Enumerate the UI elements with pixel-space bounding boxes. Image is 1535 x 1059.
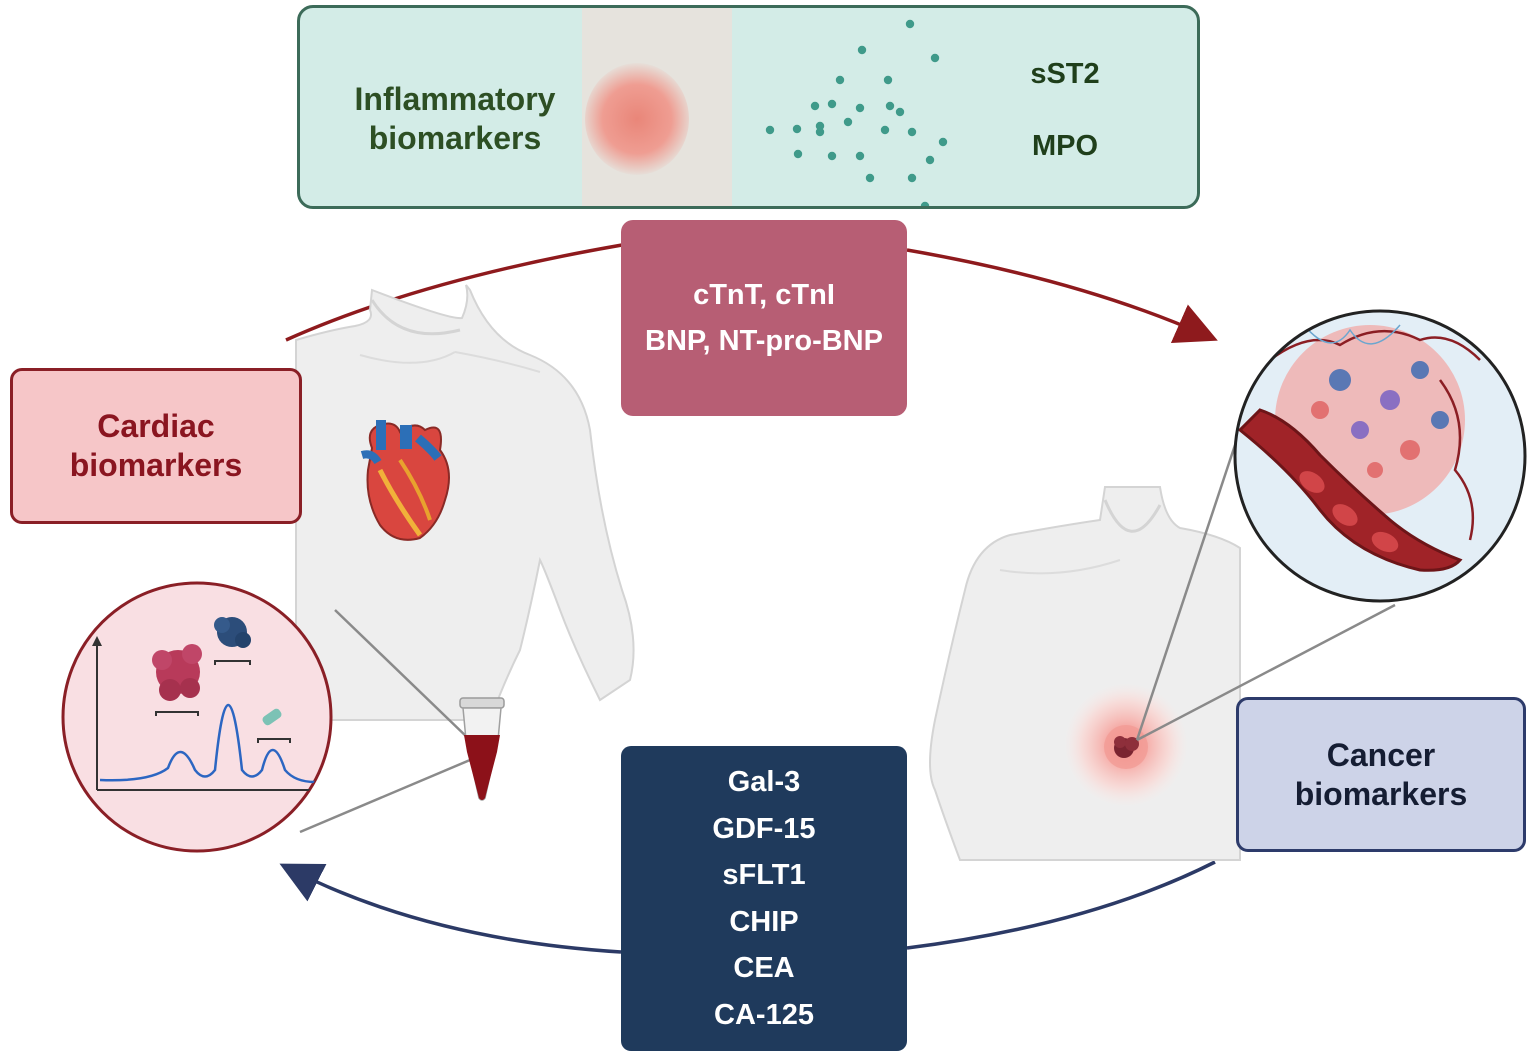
- torso-right-illustration: [929, 486, 1241, 861]
- cancer-marker: Gal-3: [727, 766, 801, 798]
- tumor-icon: [1064, 683, 1188, 807]
- cytokine-dot: [883, 75, 893, 85]
- cancer-markers-box: Gal-3 GDF-15 sFLT1 CHIP CEA CA-125: [621, 746, 907, 1051]
- cytokine-dot: [855, 151, 865, 161]
- inflammatory-marker: sST2: [1030, 58, 1100, 90]
- cytokine-dot: [827, 99, 837, 109]
- protein-icon: [262, 708, 282, 726]
- cytokine-dot: [930, 53, 940, 63]
- cytokine-dot: [885, 101, 895, 111]
- blood-tube-icon: [459, 697, 505, 801]
- cancer-label-line: Cancer: [1326, 736, 1436, 773]
- cytokine-dot: [793, 149, 803, 159]
- tumor-microenvironment-inset: [1233, 309, 1527, 603]
- cardiac-marker: BNP, NT-pro-BNP: [645, 325, 883, 357]
- cardiac-label-line: biomarkers: [69, 447, 243, 483]
- cardiac-label-line: Cardiac: [97, 408, 215, 444]
- cardiac-marker: cTnT, cTnI: [693, 279, 835, 311]
- cytokine-dot: [855, 103, 865, 113]
- bottom-arrow: [906, 860, 1216, 950]
- inflammatory-title-line: biomarkers: [368, 120, 542, 156]
- cytokine-dot: [765, 125, 775, 135]
- inflammatory-biomarkers-box: Inflammatory biomarkers sST2 MPO: [297, 5, 1200, 209]
- cytokine-dot: [865, 173, 875, 183]
- cytokine-dot: [880, 125, 890, 135]
- cytokine-dot: [938, 137, 948, 147]
- cytokine-dot: [815, 121, 825, 131]
- top-arrow: [285, 243, 623, 342]
- cytokine-dot: [843, 117, 853, 127]
- torso-left-illustration: [295, 284, 635, 721]
- cytokine-dot: [835, 75, 845, 85]
- cytokine-dot: [815, 127, 825, 137]
- cytokine-dots: [765, 19, 948, 206]
- protein-icon: [152, 644, 202, 701]
- top-arrow-head-segment: [906, 248, 1218, 343]
- cytokine-dot: [920, 201, 930, 206]
- inflammatory-title: Inflammatory biomarkers: [340, 80, 570, 158]
- cancer-marker: GDF-15: [712, 812, 816, 845]
- cytokine-dot: [827, 151, 837, 161]
- cytokine-dot: [905, 19, 915, 29]
- cancer-label-line: biomarkers: [1294, 775, 1468, 812]
- cytokine-dot: [907, 173, 917, 183]
- heart-icon: [360, 420, 450, 541]
- cardiac-markers-box: cTnT, cTnI BNP, NT-pro-BNP: [621, 220, 907, 416]
- inflammatory-title-line: Inflammatory: [354, 81, 556, 117]
- inflammation-core: [585, 63, 689, 175]
- cytokine-dot: [895, 107, 905, 117]
- cancer-marker: CHIP: [729, 905, 799, 938]
- cytokine-dot: [857, 45, 867, 55]
- chromatography-inset: [61, 581, 333, 853]
- cytokine-dot: [792, 124, 802, 134]
- inflammatory-marker: MPO: [1031, 130, 1099, 162]
- cancer-marker: CA-125: [714, 998, 814, 1031]
- protein-icon: [214, 617, 251, 648]
- cytokine-dot: [810, 101, 820, 111]
- cancer-marker: sFLT1: [722, 859, 806, 891]
- cytokine-dot: [907, 127, 917, 137]
- bottom-arrow-head-segment: [279, 863, 622, 954]
- cardiac-biomarkers-label: Cardiac biomarkers: [10, 368, 302, 524]
- cytokine-dot: [925, 155, 935, 165]
- cancer-biomarkers-label: Cancer biomarkers: [1236, 697, 1526, 852]
- cancer-marker: CEA: [733, 952, 795, 984]
